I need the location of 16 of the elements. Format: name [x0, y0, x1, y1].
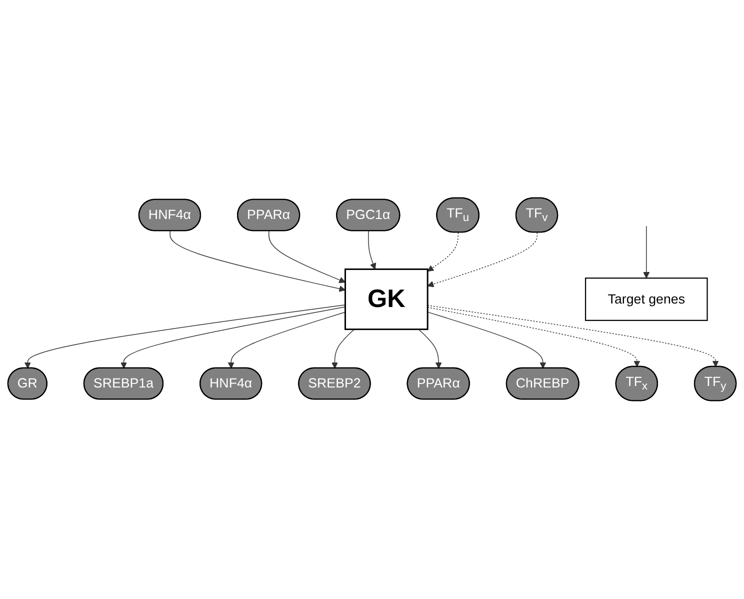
arrow: [427, 307, 640, 368]
arrow: [228, 312, 346, 369]
arrow: [331, 329, 355, 369]
node-box: GK: [344, 268, 428, 330]
arrow: [120, 306, 346, 369]
arrow: [643, 226, 650, 279]
arrow: [368, 230, 376, 270]
arrow: [170, 230, 346, 292]
node-box: Target genes: [584, 278, 708, 322]
arrow: [268, 230, 346, 284]
arrow: [427, 305, 719, 368]
arrow: [427, 312, 546, 369]
arrow: [24, 304, 346, 369]
arrow: [427, 232, 459, 272]
arrow: [427, 232, 538, 288]
arrow: [418, 329, 442, 369]
